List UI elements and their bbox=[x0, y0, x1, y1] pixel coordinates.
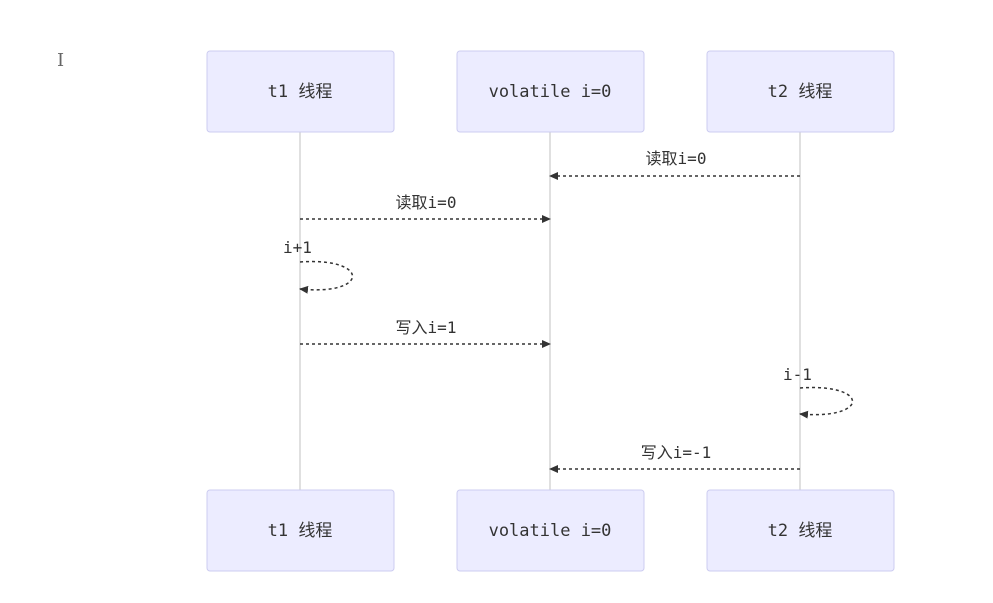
self-loop-arrow bbox=[799, 386, 854, 419]
self-message-label: i+1 bbox=[283, 238, 312, 257]
actor-label: volatile i=0 bbox=[489, 82, 612, 102]
actor-label: t2 线程 bbox=[768, 82, 833, 102]
actor-t1-bottom: t1 线程 bbox=[206, 489, 395, 572]
actor-volatile-top: volatile i=0 bbox=[456, 50, 645, 133]
actor-label: t2 线程 bbox=[768, 521, 833, 541]
message-label: 写入i=-1 bbox=[641, 443, 712, 462]
message-label: 写入i=1 bbox=[396, 318, 457, 337]
self-message-label: i-1 bbox=[783, 365, 812, 384]
actor-label: volatile i=0 bbox=[489, 521, 612, 541]
text-cursor-icon: I bbox=[57, 50, 64, 71]
message-t1-read: 读取i=0 bbox=[300, 193, 551, 223]
message-t2-read: 读取i=0 bbox=[549, 149, 800, 180]
actor-label: t1 线程 bbox=[268, 82, 333, 102]
self-loop-arrow bbox=[299, 260, 354, 294]
actor-t2-top: t2 线程 bbox=[706, 50, 895, 133]
self-message-t1: i+1 bbox=[283, 238, 354, 294]
message-label: 读取i=0 bbox=[646, 149, 707, 168]
actor-t1-top: t1 线程 bbox=[206, 50, 395, 133]
message-t2-write: 写入i=-1 bbox=[549, 443, 800, 473]
message-label: 读取i=0 bbox=[396, 193, 457, 212]
actor-t2-bottom: t2 线程 bbox=[706, 489, 895, 572]
message-t1-write: 写入i=1 bbox=[300, 318, 551, 348]
actor-volatile-bottom: volatile i=0 bbox=[456, 489, 645, 572]
actor-label: t1 线程 bbox=[268, 521, 333, 541]
self-message-t2: i-1 bbox=[783, 365, 854, 419]
